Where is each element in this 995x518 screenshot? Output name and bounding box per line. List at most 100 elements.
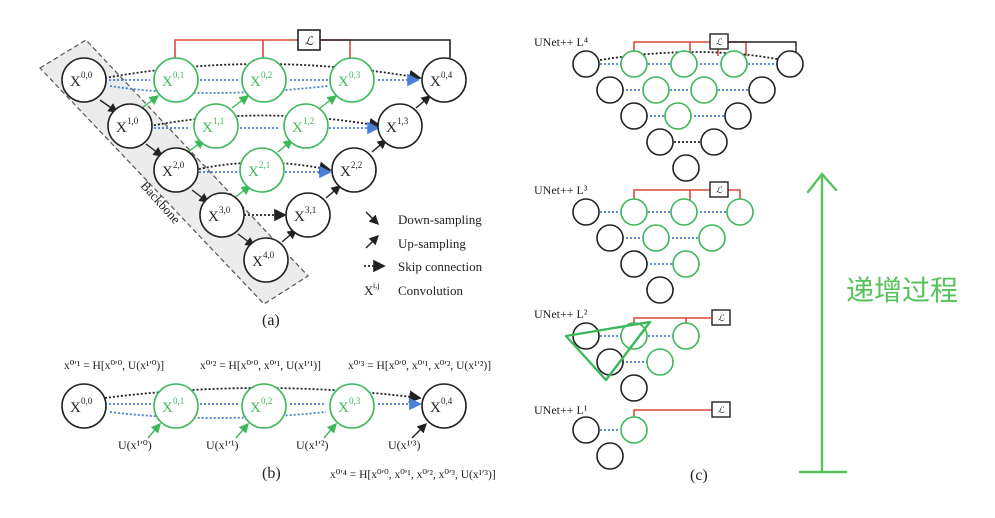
formula-2: x⁰ʹ² = H[x⁰ʹ⁰, x⁰ʹ¹, U(x¹ʹ¹)]	[200, 360, 321, 372]
formula-1: x⁰ʹ¹ = H[x⁰ʹ⁰, U(x¹ʹ⁰)]	[64, 360, 164, 372]
svg-text:1,1: 1,1	[213, 116, 224, 126]
progress-annotation: 递增过程	[798, 172, 958, 474]
svg-text:0,1: 0,1	[173, 70, 184, 80]
handdrawn-triangle	[564, 320, 652, 382]
svg-text:X: X	[292, 120, 303, 136]
up-arrow-12	[319, 95, 338, 109]
legend-down-icon	[365, 211, 379, 225]
svg-text:X: X	[202, 120, 213, 136]
svg-text:2,2: 2,2	[351, 160, 362, 170]
l4-loss-box	[709, 33, 729, 50]
caption-c: (c)	[690, 467, 708, 484]
svg-text:1,0: 1,0	[127, 116, 139, 126]
svg-text:X: X	[116, 120, 127, 136]
b-up-label-1: U(x¹ʹ⁰)	[118, 438, 152, 452]
b-up-4	[411, 423, 427, 439]
l2-loss-symbol: ℒ	[718, 313, 725, 323]
svg-text:0,2: 0,2	[261, 396, 272, 406]
caption-a: (a)	[262, 312, 280, 329]
svg-text:X: X	[208, 209, 219, 225]
title-l4: UNet++ L⁴	[534, 35, 588, 49]
up-arrow-10	[141, 95, 160, 109]
caption-b: (b)	[262, 465, 281, 482]
l1-loss-symbol: ℒ	[718, 405, 725, 415]
l4-nodes	[572, 50, 804, 182]
legend-conv-label: Convolution	[398, 283, 464, 298]
legend-down-label: Down-sampling	[398, 212, 482, 227]
b-skip-arc	[109, 411, 327, 419]
svg-text:0,4: 0,4	[441, 70, 453, 80]
up-arrow-22	[371, 139, 388, 153]
loss-line-black	[320, 39, 451, 58]
title-l2: UNet++ L²	[534, 307, 588, 321]
svg-text:X: X	[338, 74, 349, 90]
svg-text:0,1: 0,1	[173, 396, 184, 406]
legend-up-label: Up-sampling	[398, 236, 466, 251]
l3-loss-box	[709, 181, 729, 198]
up-arrow-30	[233, 185, 252, 199]
svg-text:2,0: 2,0	[173, 160, 185, 170]
b-up-2	[235, 422, 249, 439]
title-l3: UNet++ L³	[534, 183, 588, 197]
svg-text:3,1: 3,1	[305, 205, 316, 215]
legend-conv-sup: i,j	[373, 281, 379, 290]
svg-text:0,3: 0,3	[349, 70, 361, 80]
up-arrow-13	[415, 95, 432, 109]
formula-3: x⁰ʹ³ = H[x⁰ʹ⁰, x⁰ʹ¹, x⁰ʹ², U(x¹ʹ²)]	[348, 360, 491, 372]
svg-text:0,2: 0,2	[261, 70, 272, 80]
handwritten-label: 递增过程	[846, 274, 958, 307]
svg-text:X: X	[248, 164, 259, 180]
up-arrow-31	[325, 185, 342, 199]
b-up-label-2: U(x¹ʹ¹)	[206, 438, 238, 452]
svg-text:X: X	[162, 400, 173, 416]
svg-text:X: X	[294, 209, 305, 225]
svg-text:X: X	[250, 74, 261, 90]
svg-text:1,2: 1,2	[303, 116, 314, 126]
svg-text:X: X	[386, 120, 397, 136]
svg-text:X: X	[252, 254, 263, 270]
svg-text:X: X	[430, 74, 441, 90]
l1-loss-lines	[633, 409, 714, 422]
svg-text:0,3: 0,3	[349, 396, 361, 406]
svg-text:X: X	[430, 400, 441, 416]
svg-text:X: X	[162, 74, 173, 90]
l1-loss-box	[711, 401, 731, 418]
loss-lines	[174, 39, 351, 58]
svg-text:0,4: 0,4	[441, 396, 453, 406]
panel-b: x⁰ʹ¹ = H[x⁰ʹ⁰, U(x¹ʹ⁰)] x⁰ʹ² = H[x⁰ʹ⁰, x…	[61, 360, 496, 482]
svg-text:3,0: 3,0	[219, 205, 231, 215]
loss-symbol: ℒ	[305, 34, 314, 48]
svg-text:X: X	[338, 400, 349, 416]
up-arrow-21	[277, 139, 294, 153]
b-up-1	[147, 422, 161, 439]
progress-arrow-icon	[798, 172, 848, 474]
formula-4: x⁰ʹ⁴ = H[x⁰ʹ⁰, x⁰ʹ¹, x⁰ʹ², x⁰ʹ³, U(x¹ʹ³)…	[330, 469, 496, 481]
svg-text:X: X	[162, 164, 173, 180]
skip-row2	[194, 161, 332, 174]
legend-up-icon	[365, 235, 379, 249]
title-l1: UNet++ L¹	[534, 403, 588, 417]
legend-skip-label: Skip connection	[398, 259, 483, 274]
loss-box	[297, 29, 321, 51]
svg-text:2,1: 2,1	[259, 160, 270, 170]
l4-loss-black	[728, 41, 797, 56]
